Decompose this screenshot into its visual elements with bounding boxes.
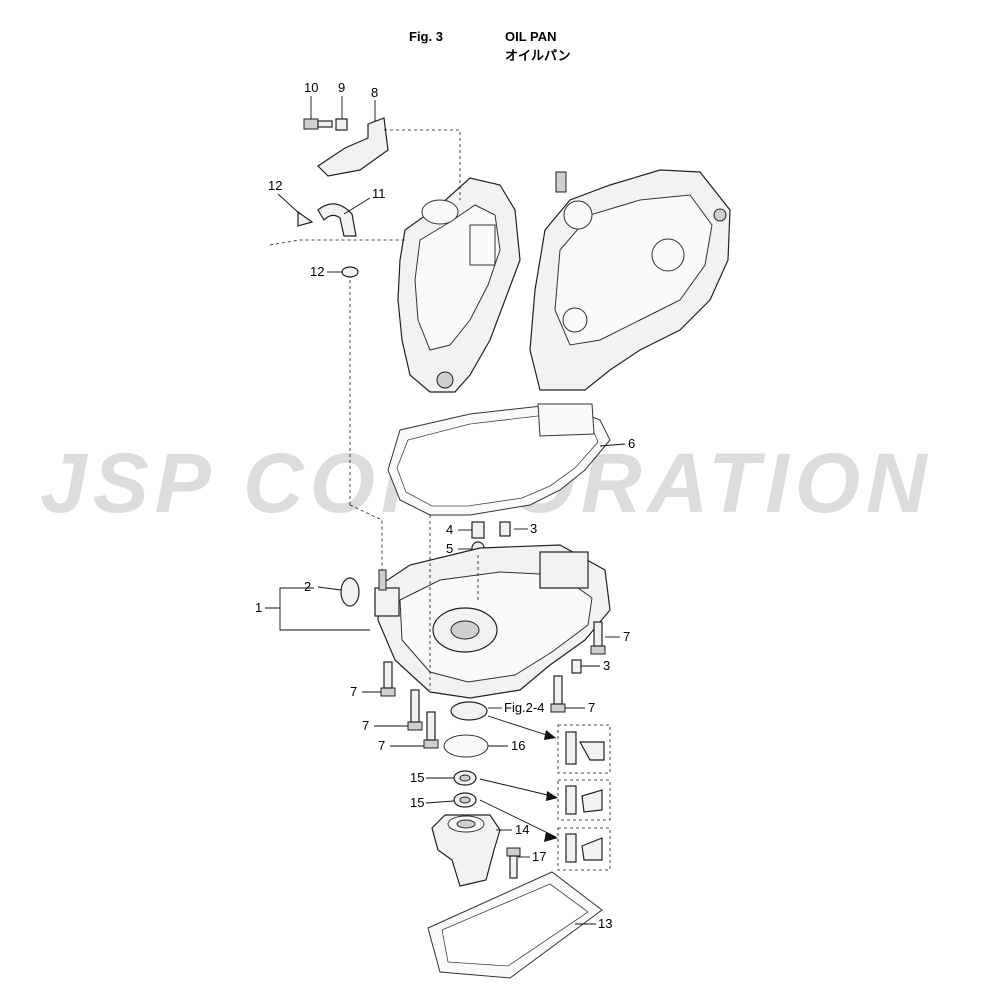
arrow-to-detail-3 <box>479 799 557 838</box>
dowel-pin-3-lower <box>571 659 582 674</box>
oil-seal-2 <box>340 577 360 607</box>
callout-14: 14 <box>515 822 529 837</box>
arrow-to-detail-1 <box>487 715 557 739</box>
seal-detail-box-1 <box>557 724 611 774</box>
callout-3-lower: 3 <box>603 658 610 673</box>
engine-block-right-half <box>529 169 731 391</box>
callout-5: 5 <box>446 541 453 556</box>
collar-9 <box>335 118 348 131</box>
bracket-8 <box>317 117 389 177</box>
bolt-7-left-a <box>380 661 396 697</box>
callout-17: 17 <box>532 849 546 864</box>
callout-2: 2 <box>304 579 311 594</box>
callout-11: 11 <box>372 186 386 201</box>
callout-7-left-c: 7 <box>378 738 385 753</box>
bolt-7-left-c <box>423 711 439 749</box>
seal-profile-3 <box>565 833 603 863</box>
housing-14 <box>431 814 501 887</box>
callout-4: 4 <box>446 522 453 537</box>
seal-detail-box-2 <box>557 779 611 821</box>
callout-3-upper: 3 <box>530 521 537 536</box>
oil-seal-15-lower <box>453 792 477 808</box>
bolt-7-left-b <box>407 689 423 731</box>
callout-9: 9 <box>338 80 345 95</box>
fig-2-4-reference: Fig.2-4 <box>504 700 544 715</box>
figure-label: Fig. 3 <box>409 29 443 44</box>
callout-12-lower: 12 <box>310 264 324 279</box>
bolt-17 <box>506 847 521 879</box>
callout-6: 6 <box>628 436 635 451</box>
oil-pan-1 <box>374 544 611 699</box>
clip-12-lower <box>341 266 359 278</box>
fig-2-4-assembly <box>450 701 488 721</box>
figure-title-japanese: オイルパン <box>505 48 571 63</box>
seal-detail-box-3 <box>557 827 611 871</box>
callout-12-upper: 12 <box>268 178 282 193</box>
callout-15-upper: 15 <box>410 770 424 785</box>
callout-7-right-upper: 7 <box>623 629 630 644</box>
engine-block-left-half <box>397 177 521 393</box>
bolt-7-right-upper <box>590 621 606 655</box>
callout-16: 16 <box>511 738 525 753</box>
clip-12-upper <box>297 210 314 227</box>
oil-seal-15-upper <box>453 770 477 786</box>
callout-7-right-lower: 7 <box>588 700 595 715</box>
plug-4 <box>471 521 485 539</box>
seal-profile-2 <box>565 785 603 815</box>
bolt-10 <box>303 118 333 130</box>
callout-10: 10 <box>304 80 318 95</box>
callout-13: 13 <box>598 916 612 931</box>
callout-7-left-a: 7 <box>350 684 357 699</box>
figure-title: OIL PAN <box>505 29 557 44</box>
bolt-7-right-lower <box>550 675 566 713</box>
hose-11 <box>317 203 357 237</box>
seal-profile-1 <box>565 731 605 765</box>
o-ring-16 <box>443 734 489 758</box>
dowel-pin-3-upper <box>499 521 511 537</box>
callout-8: 8 <box>371 85 378 100</box>
callout-1: 1 <box>255 600 262 615</box>
arrow-to-detail-2 <box>479 778 557 798</box>
callout-15-lower: 15 <box>410 795 424 810</box>
callout-7-left-b: 7 <box>362 718 369 733</box>
